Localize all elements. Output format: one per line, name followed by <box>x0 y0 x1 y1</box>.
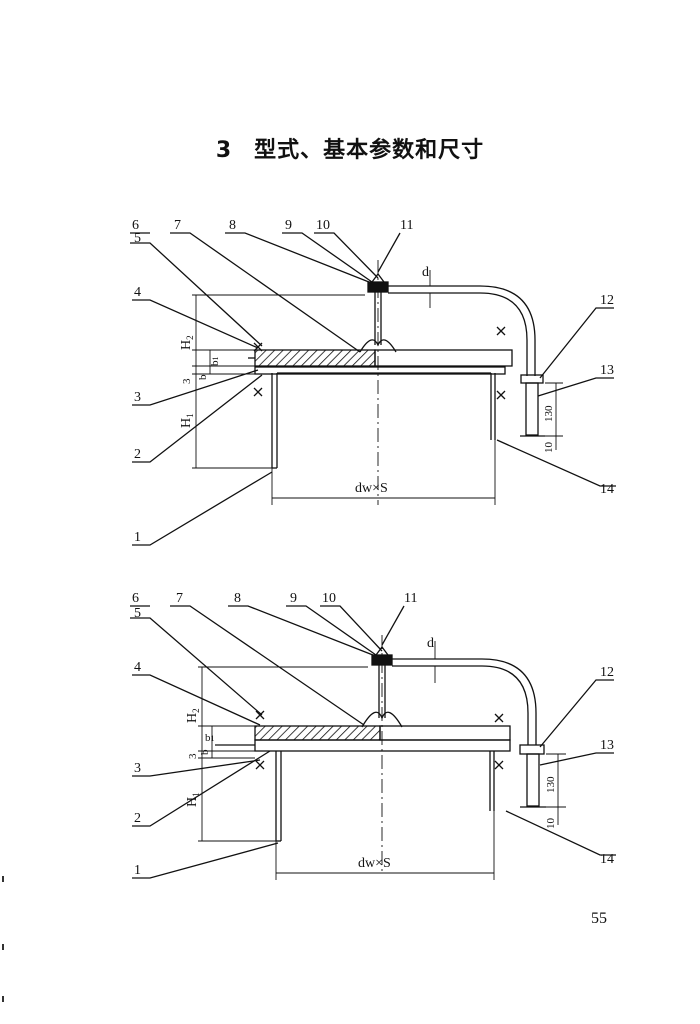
b-label: b <box>197 374 209 380</box>
callout-14: 14 <box>600 482 614 497</box>
callout-11: 11 <box>404 591 417 606</box>
callout-12: 12 <box>600 665 614 680</box>
callout-5: 5 <box>134 231 141 246</box>
callout-7: 7 <box>174 218 181 233</box>
callout-7: 7 <box>176 591 183 606</box>
section-number: 3 <box>215 138 233 163</box>
callout-4: 4 <box>134 285 141 300</box>
callout-10: 10 <box>322 591 336 606</box>
callout-10: 10 <box>316 218 330 233</box>
callout-2: 2 <box>134 447 141 462</box>
margin-mark <box>2 996 4 1002</box>
h1-label: H1 <box>185 792 201 807</box>
callout-13: 13 <box>600 738 614 753</box>
callout-9: 9 <box>290 591 297 606</box>
callout-5: 5 <box>134 606 141 621</box>
callout-6: 6 <box>132 218 139 233</box>
callout-8: 8 <box>234 591 241 606</box>
margin-mark <box>2 876 4 882</box>
section-title: 型式、基本参数和尺寸 <box>254 138 485 163</box>
section-heading: 3 型式、基本参数和尺寸 <box>0 132 700 164</box>
dim-10-label: 10 <box>545 818 557 830</box>
callout-13: 13 <box>600 363 614 378</box>
dim-3-label: 3 <box>181 378 193 384</box>
dim-10-label: 10 <box>543 442 555 454</box>
callout-3: 3 <box>134 390 141 405</box>
callout-4: 4 <box>134 660 141 675</box>
margin-mark <box>2 944 4 950</box>
callout-2: 2 <box>134 811 141 826</box>
callout-14: 14 <box>600 852 614 867</box>
callout-6: 6 <box>132 591 139 606</box>
h1-label: H1 <box>179 413 195 428</box>
dim-130-label: 130 <box>545 776 557 793</box>
callout-11: 11 <box>400 218 413 233</box>
manhole-diagram-1: 1 2 3 4 5 6 7 8 9 10 11 12 13 14 H2 H1 b… <box>130 218 616 546</box>
pipe-d-label: d <box>427 636 434 651</box>
b1-label: b1 <box>205 732 215 744</box>
dim-3-label: 3 <box>187 753 199 759</box>
callout-8: 8 <box>229 218 236 233</box>
b-label: b <box>199 749 211 755</box>
manhole-diagram-2: 1 2 3 4 5 6 7 8 9 10 11 12 13 14 H2 H1 b… <box>130 591 616 880</box>
page-number: 55 <box>591 910 607 927</box>
b1-label: b1 <box>209 357 221 367</box>
callout-1: 1 <box>134 863 141 878</box>
pipe-d-label: d <box>422 265 429 280</box>
base-dim-label: dw×S <box>358 856 391 871</box>
callout-1: 1 <box>134 530 141 545</box>
dim-130-label: 130 <box>543 405 555 422</box>
callout-3: 3 <box>134 761 141 776</box>
base-dim-label: dw×S <box>355 481 388 496</box>
callout-12: 12 <box>600 293 614 308</box>
callout-9: 9 <box>285 218 292 233</box>
h2-label: H2 <box>185 708 201 723</box>
h2-label: H2 <box>179 335 195 350</box>
